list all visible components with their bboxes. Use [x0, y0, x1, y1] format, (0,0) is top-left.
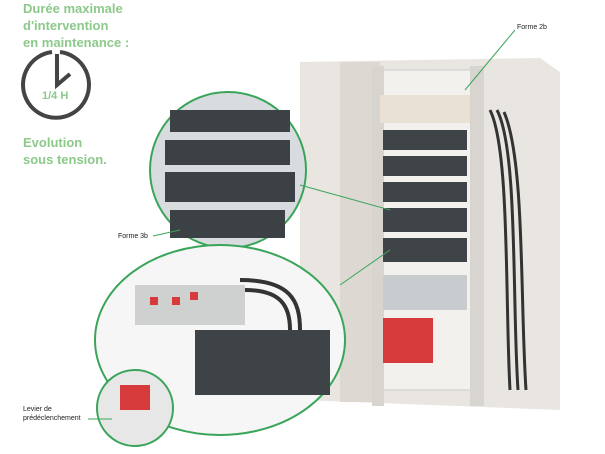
forme-2b-label: Forme 2b [517, 24, 547, 31]
heading-line: en maintenance : [23, 35, 130, 50]
zoom-circle-withdrawable [94, 244, 391, 447]
zoom-circle-forme-3b [149, 91, 391, 249]
lever-line: Levier de [23, 406, 52, 413]
evolution-text: Evolution sous tension. [23, 134, 107, 168]
forme-3b-leader [152, 229, 181, 237]
maintenance-heading: Durée maximale d'intervention en mainten… [23, 0, 129, 51]
lever-label: Levier de prédéclenchement [23, 405, 81, 423]
duration-text: 1/4 H [42, 90, 69, 102]
heading-line: Durée maximale [23, 1, 123, 16]
evolution-line: Evolution [23, 135, 83, 150]
clock-icon [21, 50, 91, 120]
heading-line: d'intervention [23, 18, 109, 33]
forme-2b-leader [464, 29, 516, 91]
lever-line: prédéclenchement [23, 415, 81, 422]
forme-3b-label: Forme 3b [118, 233, 148, 240]
evolution-line: sous tension. [23, 152, 107, 167]
cabinet [300, 58, 560, 410]
